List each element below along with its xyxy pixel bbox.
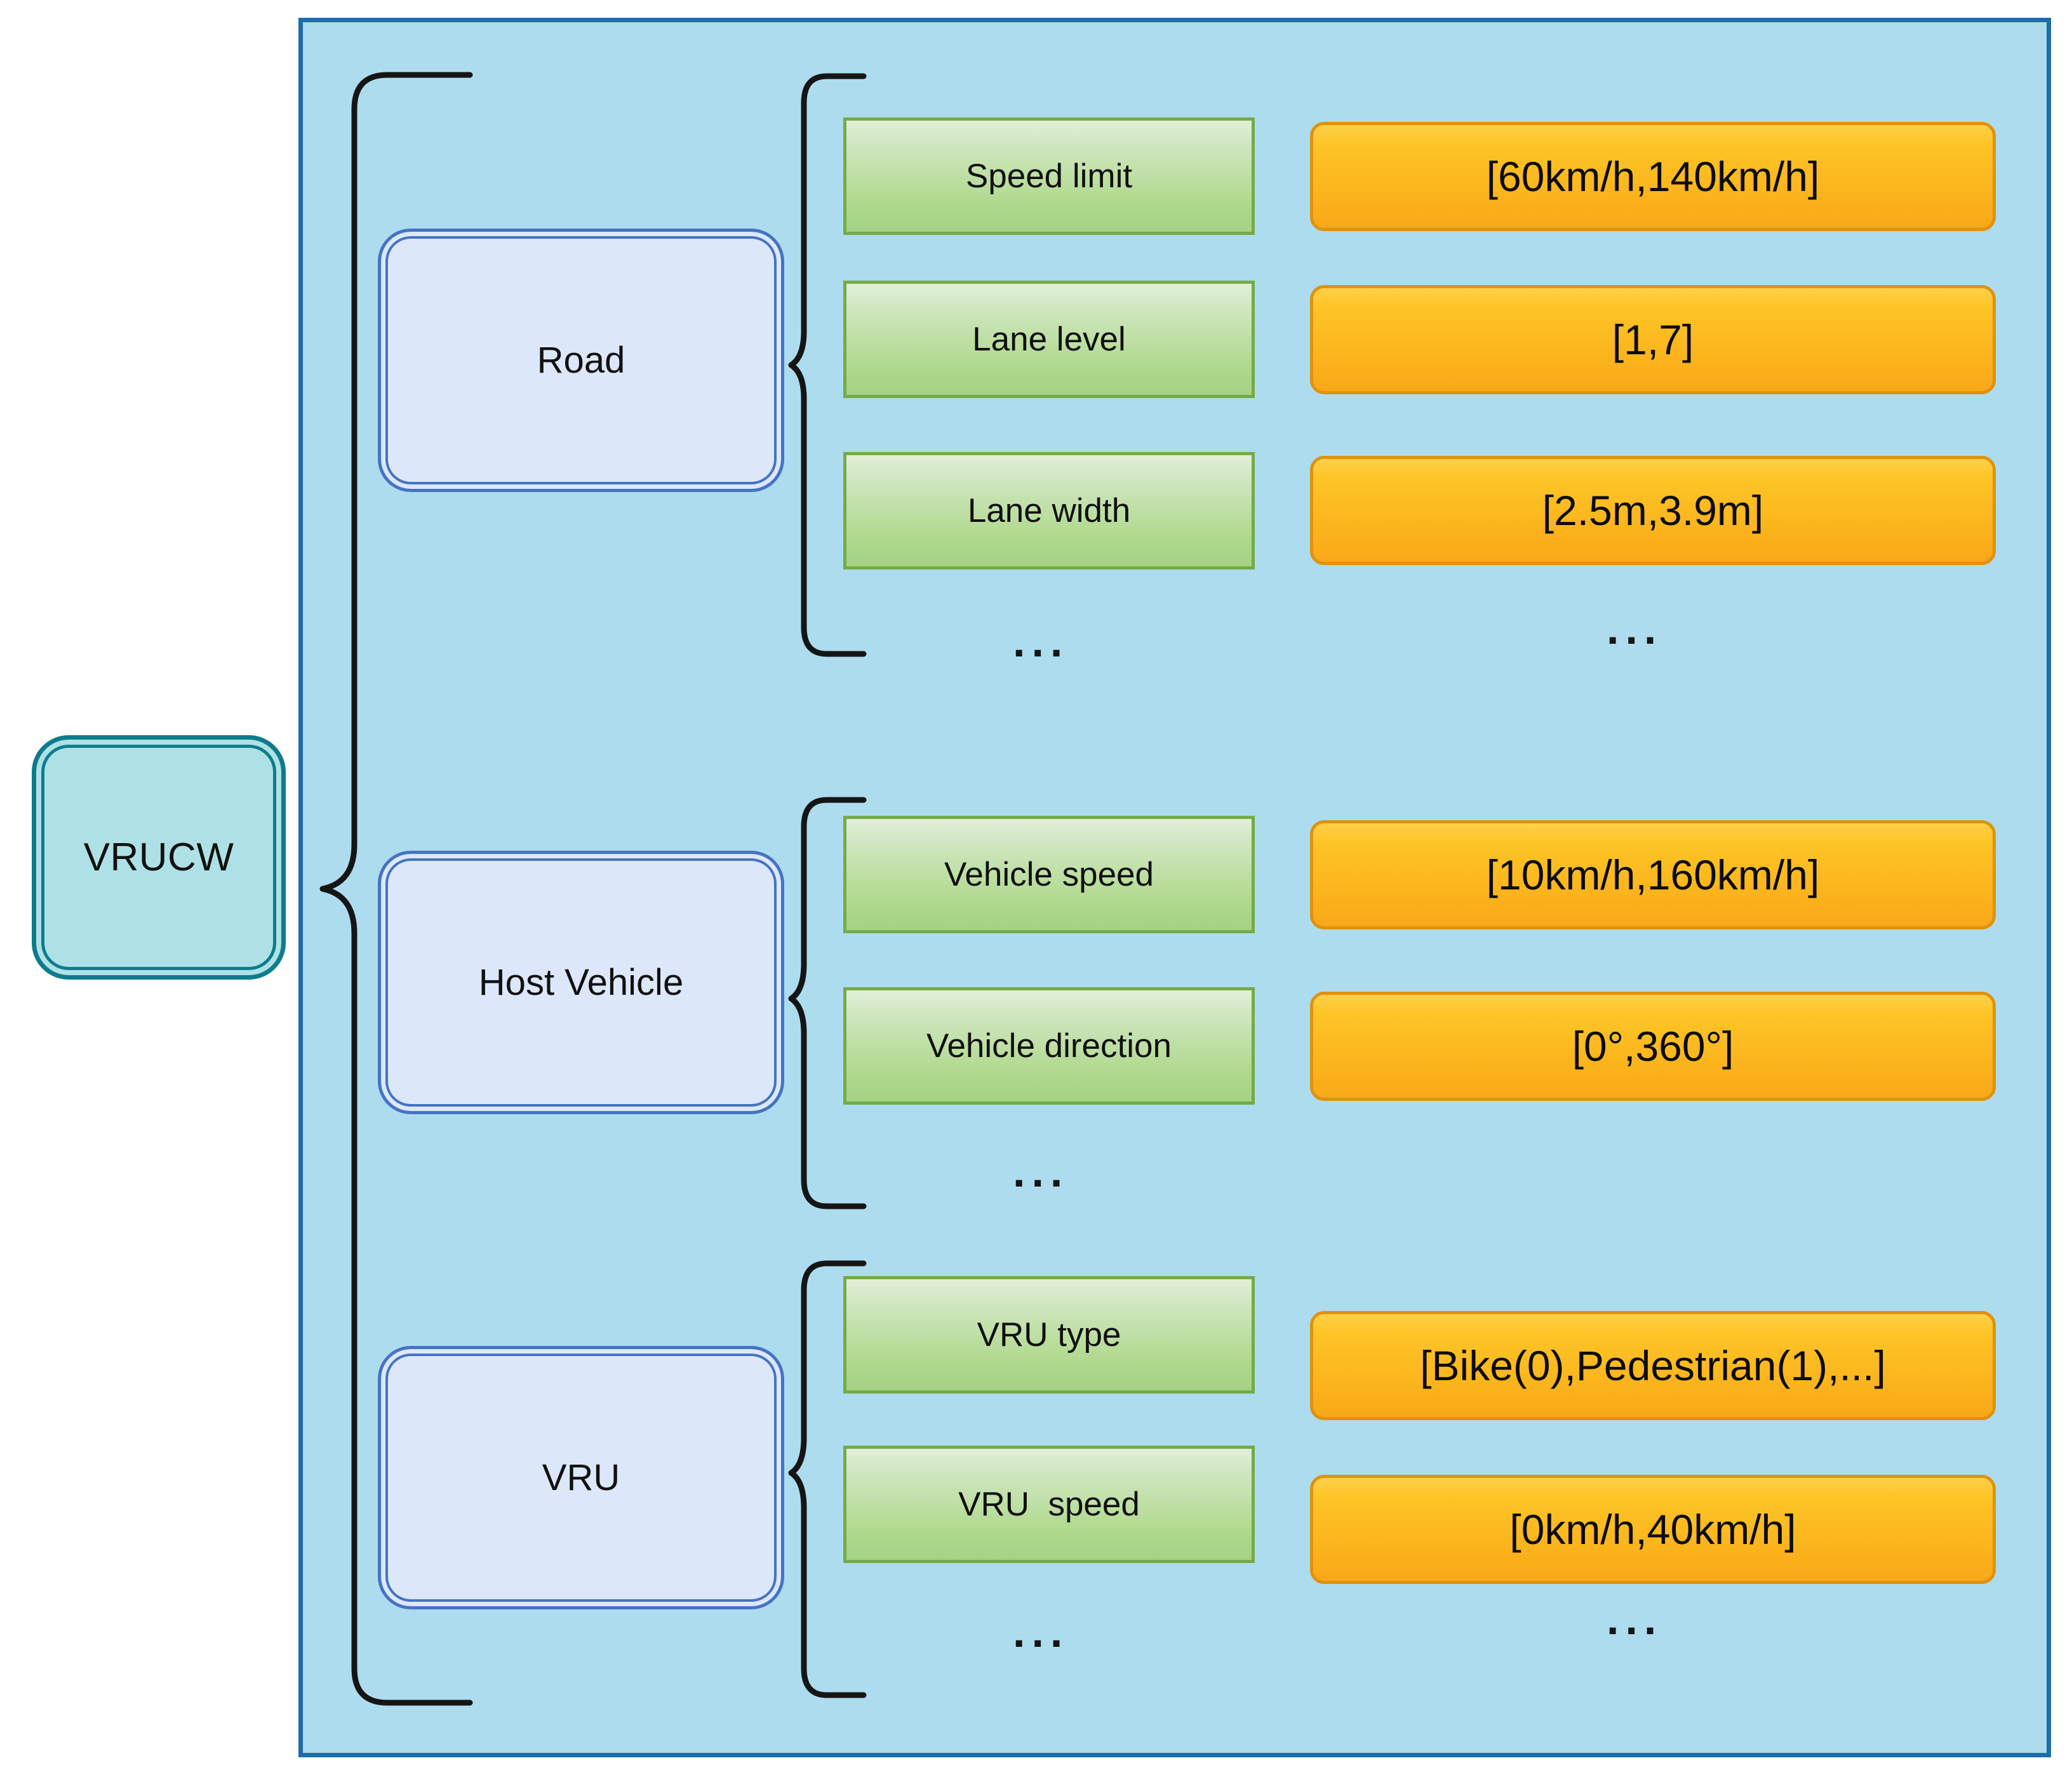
attribute-box[interactable]: VRU speed xyxy=(843,1446,1255,1563)
attribute-ellipsis: ... xyxy=(1013,1147,1069,1196)
attribute-label: Lane width xyxy=(967,492,1131,529)
attribute-ellipsis: ... xyxy=(1013,1607,1069,1656)
value-box[interactable]: [0km/h,40km/h] xyxy=(1310,1475,1996,1584)
root-node-vrucw[interactable]: VRUCW xyxy=(32,735,286,980)
attribute-box[interactable]: Vehicle speed xyxy=(843,816,1255,933)
value-label: [0km/h,40km/h] xyxy=(1509,1506,1796,1553)
group-node-road-label: Road xyxy=(537,340,625,381)
value-box[interactable]: [Bike(0),Pedestrian(1),...] xyxy=(1310,1311,1996,1420)
attribute-box[interactable]: Vehicle direction xyxy=(843,987,1255,1105)
attribute-ellipsis: ... xyxy=(1013,616,1069,666)
value-ellipsis: ... xyxy=(1607,604,1663,653)
group-node-host-vehicle[interactable]: Host Vehicle xyxy=(378,851,784,1114)
value-box[interactable]: [1,7] xyxy=(1310,285,1996,394)
value-box[interactable]: [60km/h,140km/h] xyxy=(1310,122,1996,231)
root-node-label: VRUCW xyxy=(83,835,234,879)
group-node-vru-label: VRU xyxy=(542,1457,620,1498)
value-box[interactable]: [10km/h,160km/h] xyxy=(1310,820,1996,929)
attribute-box[interactable]: Lane width xyxy=(843,452,1255,569)
attribute-label: VRU type xyxy=(977,1316,1121,1354)
attribute-label: Vehicle direction xyxy=(926,1027,1172,1065)
value-label: [0°,360°] xyxy=(1572,1023,1734,1070)
attribute-label: Lane level xyxy=(972,321,1126,358)
group-node-road[interactable]: Road xyxy=(378,229,784,492)
attribute-label: Speed limit xyxy=(965,157,1133,195)
attribute-label: Vehicle speed xyxy=(944,856,1154,893)
attribute-box[interactable]: Speed limit xyxy=(843,117,1255,235)
value-label: [Bike(0),Pedestrian(1),...] xyxy=(1420,1342,1886,1389)
value-label: [2.5m,3.9m] xyxy=(1542,487,1764,534)
value-ellipsis: ... xyxy=(1607,1594,1663,1644)
group-node-host-vehicle-label: Host Vehicle xyxy=(478,962,684,1003)
group-node-vru[interactable]: VRU xyxy=(378,1346,784,1609)
value-box[interactable]: [0°,360°] xyxy=(1310,992,1996,1101)
value-label: [60km/h,140km/h] xyxy=(1486,153,1820,200)
value-label: [10km/h,160km/h] xyxy=(1486,851,1820,898)
attribute-box[interactable]: Lane level xyxy=(843,281,1255,398)
attribute-box[interactable]: VRU type xyxy=(843,1276,1255,1394)
attribute-label: VRU speed xyxy=(958,1486,1140,1523)
value-box[interactable]: [2.5m,3.9m] xyxy=(1310,456,1996,565)
value-label: [1,7] xyxy=(1612,316,1694,363)
